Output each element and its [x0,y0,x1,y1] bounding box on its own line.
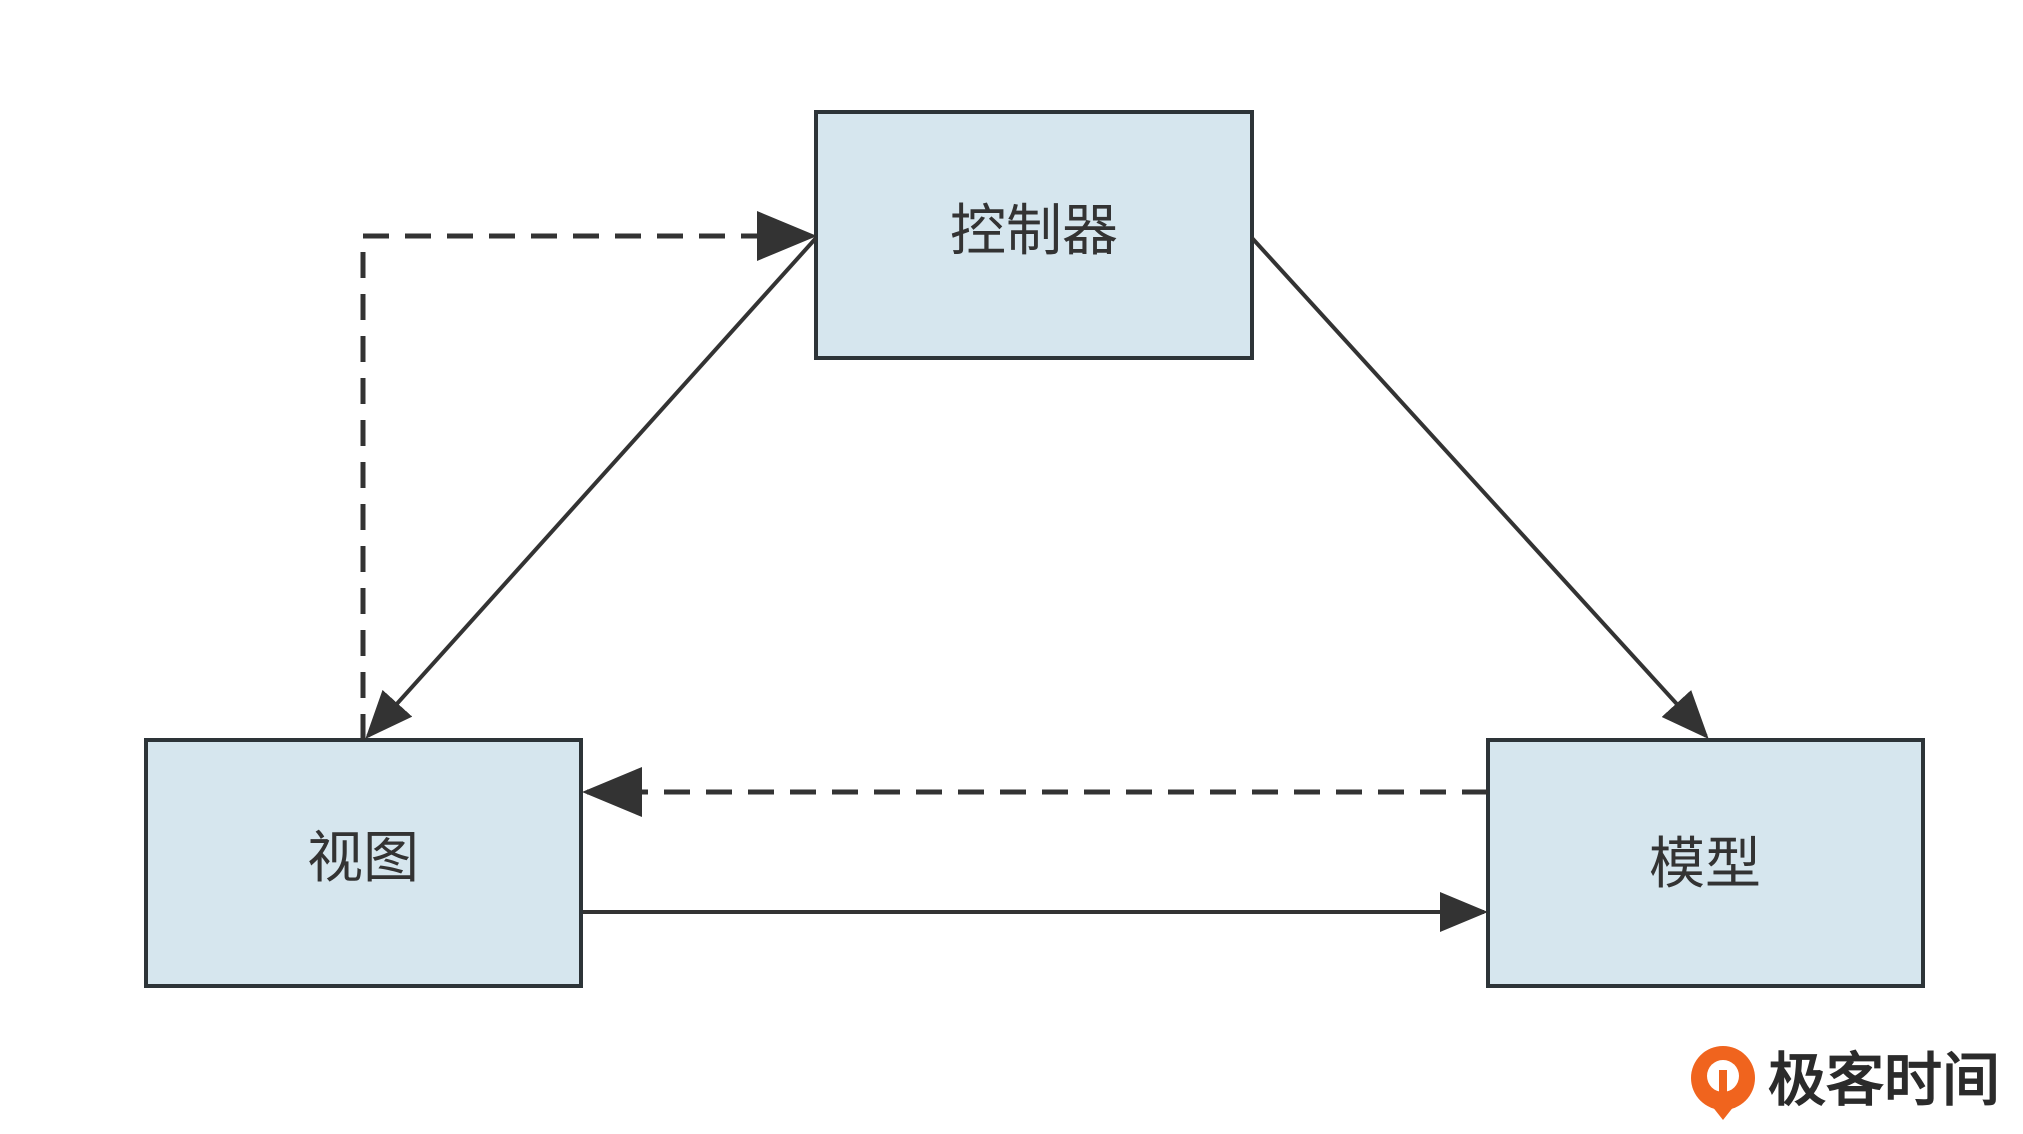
controller-to-model-arrow [1250,236,1709,739]
controller-node: 控制器 [814,110,1254,360]
view-node: 视图 [144,738,583,988]
view-to-controller-dashed-arrow [360,211,817,740]
brand-logo-icon [1691,1046,1755,1120]
controller-label: 控制器 [950,199,1118,264]
view-label: 视图 [307,826,419,891]
view-box [144,738,583,988]
model-box [1486,738,1925,988]
brand-name: 极客时间 [1768,1046,2000,1114]
controller-box [814,110,1254,360]
model-node: 模型 [1486,738,1925,988]
controller-to-view-arrow [365,236,818,739]
model-label: 模型 [1649,832,1761,897]
brand-logo: 极客时间 [1691,1046,2000,1120]
